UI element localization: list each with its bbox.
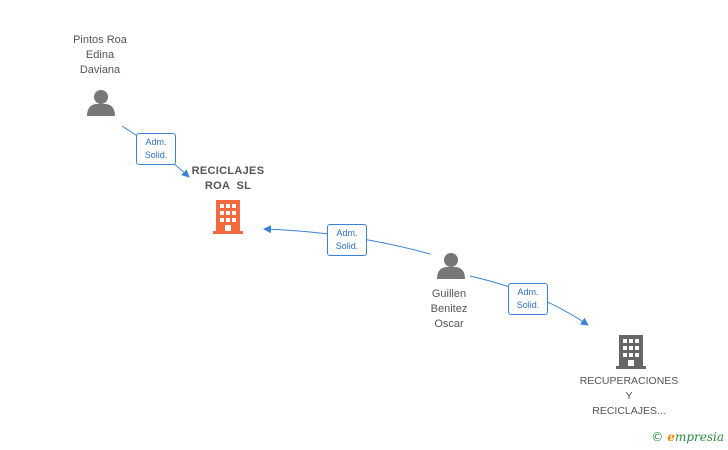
relation-role: Adm. [145,137,167,147]
brand-initial: e [667,430,675,444]
person-icon[interactable] [437,253,465,279]
relation-role: Solid. [144,150,168,160]
relation-badge[interactable]: Adm. Solid. [327,224,367,256]
company-name-line: RECICLAJES [191,165,265,177]
company-label-reciclajes[interactable]: RECICLAJES ROA SL [178,164,278,194]
brand-watermark: ©empresia [651,430,724,444]
person-name-line: Benitez [430,303,468,315]
person-name-line: Daviana [79,64,121,76]
company-name-line: ROA SL [204,180,252,192]
relation-badge[interactable]: Adm. Solid. [136,133,176,165]
person-name-line: Edina [85,49,115,61]
company-name-line: RECICLAJES... [592,405,666,417]
company-label-recuperaciones[interactable]: RECUPERACIONES Y RECICLAJES... [569,374,689,419]
brand-name: mpresia [674,430,724,444]
building-icon[interactable] [213,200,243,234]
building-icon[interactable] [616,335,646,369]
person-label-pintos[interactable]: Pintos Roa Edina Daviana [60,33,140,78]
relation-role: Solid. [516,300,540,310]
relation-role: Solid. [335,241,359,251]
person-name-line: Oscar [434,318,464,330]
person-name-line: Pintos Roa [73,34,127,46]
relation-role: Adm. [517,287,539,297]
person-icon[interactable] [87,90,115,116]
person-name-line: Guillen [431,288,467,300]
company-name-line: RECUPERACIONES [579,375,679,387]
relation-role: Adm. [336,228,358,238]
copyright-icon: © [651,430,664,444]
relation-badge[interactable]: Adm. Solid. [508,283,548,315]
person-label-guillen[interactable]: Guillen Benitez Oscar [409,287,489,332]
company-name-line: Y [625,390,633,402]
